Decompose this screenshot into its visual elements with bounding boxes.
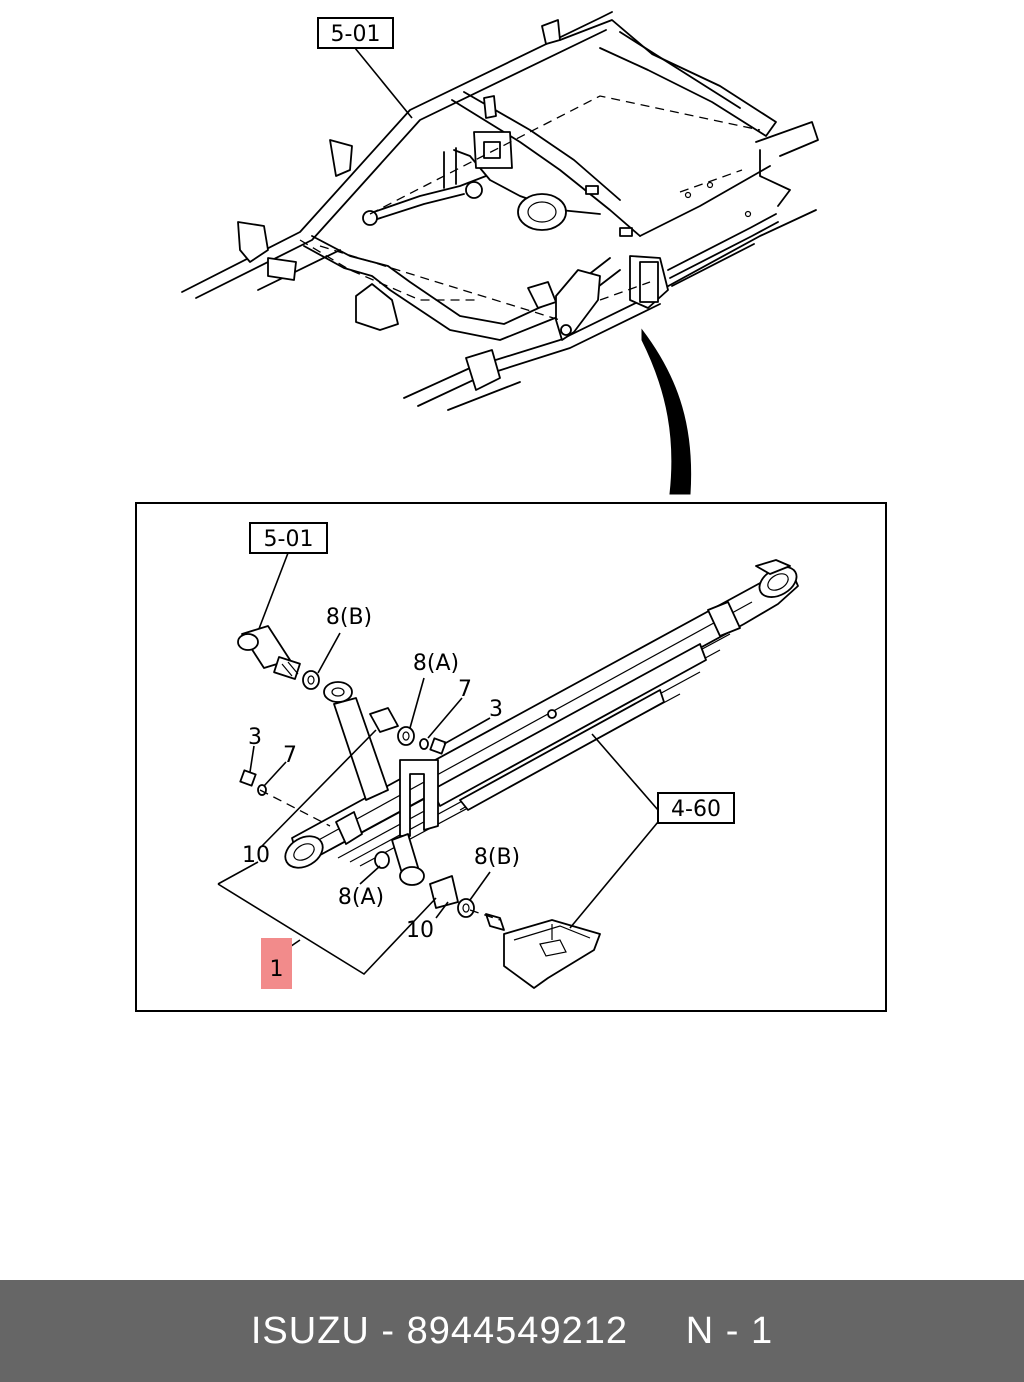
callout-label: 4-60 [671,797,721,822]
callout-frame-ref-detail: 5-01 [249,522,328,635]
label-nut-3-left: 3 [248,725,262,750]
detail-pointer-arrow [641,328,692,495]
footer-brand: ISUZU [250,1309,370,1352]
hanger-pin [237,625,301,680]
spring-seat [503,919,601,989]
label-washer-8a-bottom: 8(A) [338,885,384,910]
callout-spring-ref: 4-60 [657,792,735,824]
parts-diagram: 5-01 5-01 [135,11,887,1012]
leader-lines [217,632,659,976]
label-washer-7-left: 7 [283,743,297,768]
label-washer-8b-bottom: 8(B) [474,845,520,870]
label-bushing-10-left: 10 [242,843,270,868]
label-washer-8a-top: 8(A) [413,651,459,676]
footer-part-number: 8944549212 [406,1309,628,1352]
highlight-part-label: 1 [270,957,284,982]
label-washer-8b-top: 8(B) [326,605,372,630]
chassis-frame-illustration [181,11,819,411]
shock-absorber [323,681,425,886]
leaf-spring [284,559,799,869]
callout-label: 5-01 [264,527,314,552]
callout-label: 5-01 [331,22,381,47]
callout-frame-ref-top: 5-01 [317,17,413,119]
label-nut-3-right: 3 [489,697,503,722]
detail-view: 5-01 [135,502,887,1012]
footer-bar: ISUZU - 8944549212 N - 1 [0,1280,1024,1382]
label-bushing-10-bottom: 10 [406,918,434,943]
hardware [239,670,505,931]
footer-position-code: N - 1 [685,1309,774,1352]
label-washer-7-right: 7 [458,677,472,702]
highlighted-part-callout: 1 [261,938,292,989]
footer-separator: - [369,1309,407,1352]
footer-gap [628,1310,686,1353]
